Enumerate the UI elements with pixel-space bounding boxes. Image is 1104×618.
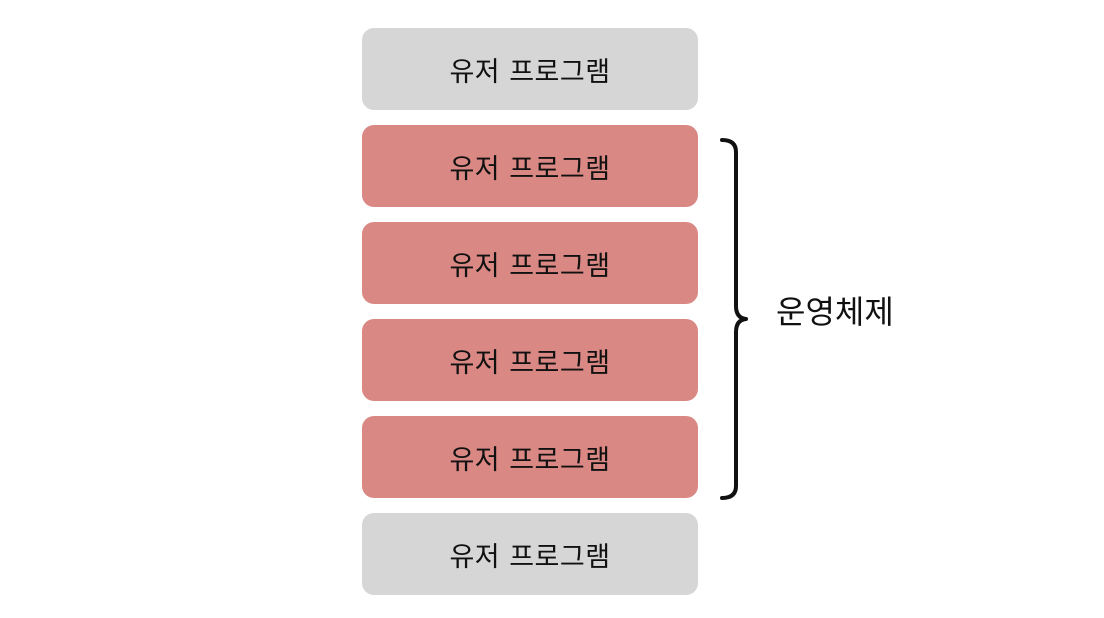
user-program-block-bottom: 유저 프로그램 bbox=[362, 513, 698, 595]
os-label: 운영체제 bbox=[776, 293, 894, 331]
block-label: 유저 프로그램 bbox=[449, 347, 611, 379]
block-label: 유저 프로그램 bbox=[449, 153, 611, 185]
os-program-block-1: 유저 프로그램 bbox=[362, 125, 698, 207]
os-program-block-2: 유저 프로그램 bbox=[362, 222, 698, 304]
block-label: 유저 프로그램 bbox=[449, 541, 611, 573]
os-program-block-4: 유저 프로그램 bbox=[362, 416, 698, 498]
block-label: 유저 프로그램 bbox=[449, 444, 611, 476]
block-label: 유저 프로그램 bbox=[449, 250, 611, 282]
block-label: 유저 프로그램 bbox=[449, 56, 611, 88]
os-program-block-3: 유저 프로그램 bbox=[362, 319, 698, 401]
user-program-block-top: 유저 프로그램 bbox=[362, 28, 698, 110]
curly-brace bbox=[720, 138, 748, 500]
